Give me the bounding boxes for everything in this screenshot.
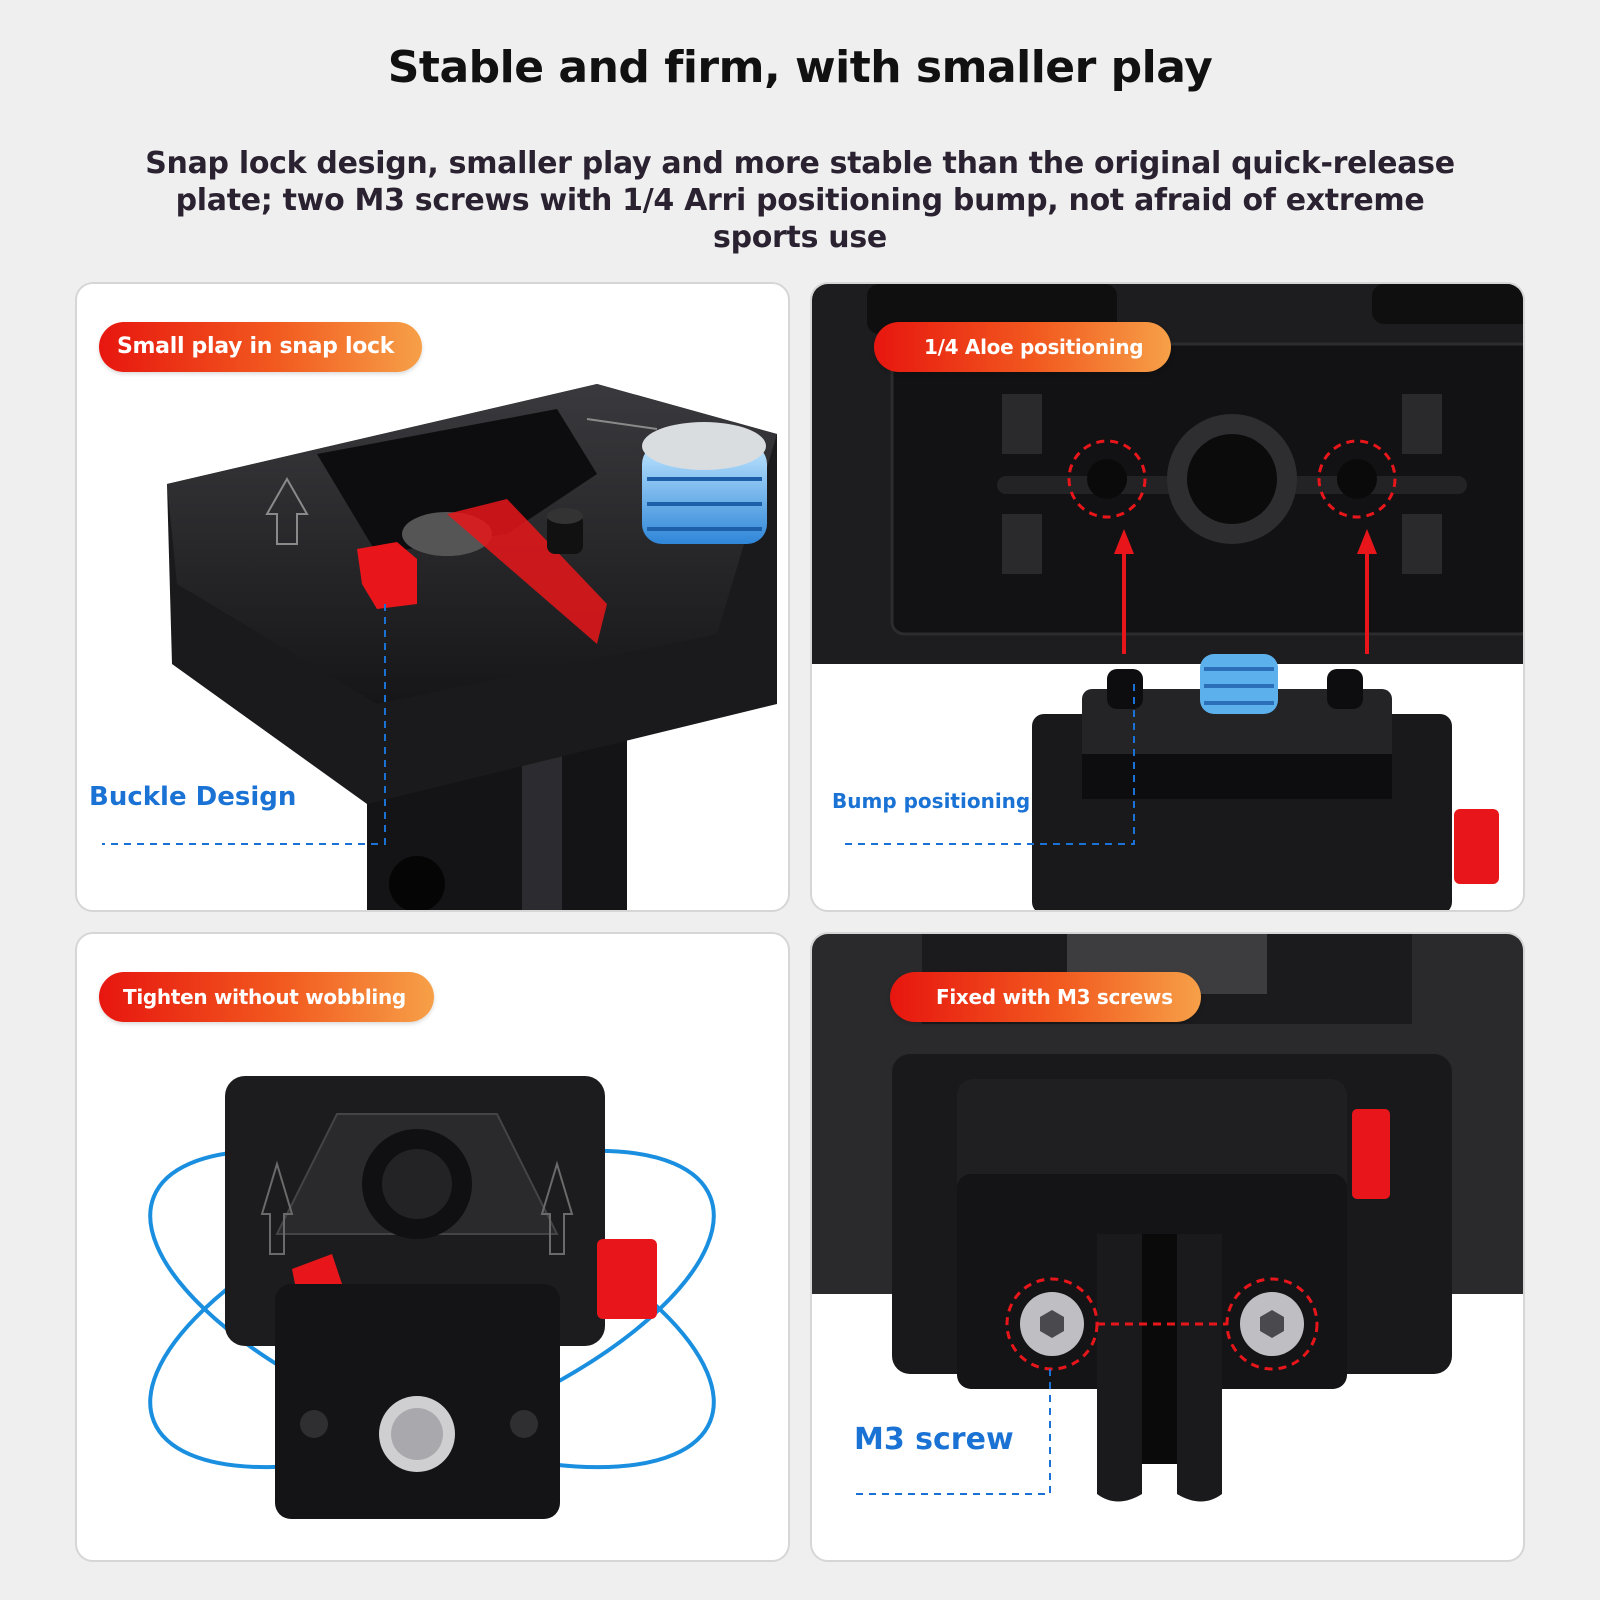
panel-snap-lock: Small play in snap lock Buckle Design (75, 282, 790, 912)
callout-bump-positioning: Bump positioning (832, 789, 1031, 813)
snap-lock-product-image (102, 384, 777, 910)
page-title: Stable and firm, with smaller play (387, 42, 1213, 93)
mount-top-view-image (148, 1076, 716, 1519)
callout-m3-screw: M3 screw (854, 1422, 1014, 1457)
callout-buckle-design: Buckle Design (89, 782, 297, 812)
badge-no-wobble: Tighten without wobbling (99, 972, 434, 1022)
panel-aloe-positioning: 1/4 Aloe positioning Bump positioning (810, 282, 1525, 912)
page-subtitle: Snap lock design, smaller play and more … (145, 146, 1455, 255)
badge-aloe-positioning: 1/4 Aloe positioning (874, 322, 1172, 372)
badge-m3-screws: Fixed with M3 screws (890, 972, 1201, 1022)
plate-underside-image (812, 284, 1523, 910)
panel-m3-screws: Fixed with M3 screws M3 screw (810, 932, 1525, 1562)
panel-no-wobble: Tighten without wobbling (75, 932, 790, 1562)
badge-small-play: Small play in snap lock (99, 322, 423, 372)
m3-screw-mount-image (812, 934, 1523, 1502)
